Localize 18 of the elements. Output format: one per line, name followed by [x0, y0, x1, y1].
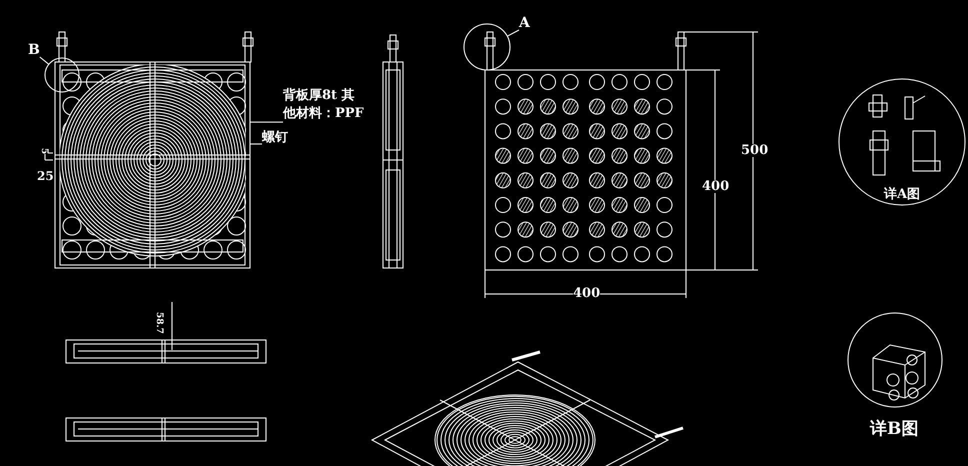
dimension-label: 500	[741, 144, 768, 157]
dimension-label: 25	[37, 170, 54, 182]
leader-line	[250, 122, 284, 123]
detail-caption: 详B图	[870, 421, 918, 438]
detail-caption: 详A图	[884, 188, 920, 201]
leader-line	[506, 30, 520, 37]
dimension-label: 400	[573, 287, 600, 300]
label-letter: B	[28, 43, 40, 57]
dimension-label: 58.7	[154, 312, 163, 334]
note-text: 背板厚8t 其他材料：PPF	[283, 87, 367, 122]
dimension-label: 5	[39, 148, 48, 154]
dimension-label: 400	[702, 180, 730, 193]
heater-front-view-drawing	[54, 32, 254, 268]
detail-circle	[464, 24, 510, 70]
detail-circle	[44, 58, 80, 92]
note-text: 螺钉	[262, 131, 288, 144]
label-letter: A	[519, 16, 530, 30]
leader-line	[39, 56, 50, 65]
